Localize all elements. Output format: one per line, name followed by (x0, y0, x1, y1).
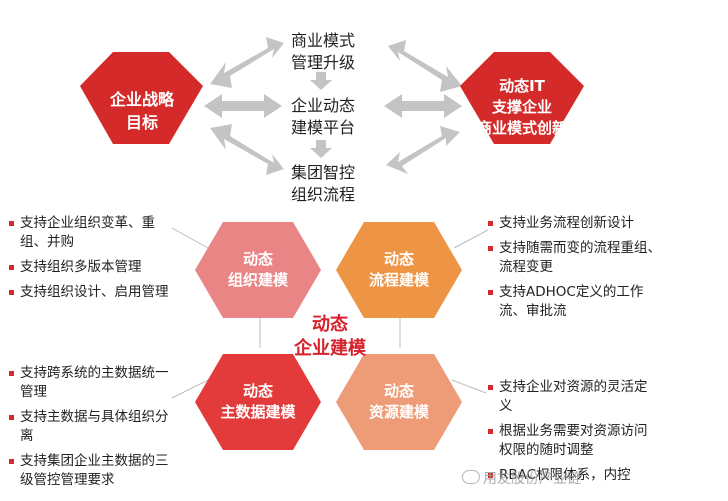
hex-label-line: 动态IT (499, 77, 545, 95)
master-data-hexagon (195, 354, 321, 450)
list-item: 支持集团企业主数据的三级管控管理要求 (8, 452, 174, 490)
watermark: 用友股份产业链 (462, 468, 581, 488)
hex-label-line: 组织建模 (227, 271, 288, 289)
hex-label-line: 动态 (242, 250, 273, 268)
double-arrow-icon (388, 40, 462, 92)
group-control-process: 集团智控 组织流程 (263, 162, 383, 206)
center-item-line: 管理升级 (290, 53, 355, 72)
org-model-hexagon (195, 222, 321, 318)
double-arrow-icon (210, 124, 284, 175)
dynamic-modeling-platform: 企业动态 建模平台 (263, 95, 383, 139)
hex-label-line: 支撑企业 (491, 98, 552, 116)
watermark-text: 用友股份产业链 (483, 471, 581, 487)
hex-label-line: 企业战略 (109, 90, 174, 109)
master-data-feature-list: 支持跨系统的主数据统一管理 支持主数据与具体组织分离 支持集团企业主数据的三级管… (8, 364, 174, 496)
list-item: 支持主数据与具体组织分离 (8, 408, 174, 446)
list-item: 支持组织多版本管理 (8, 258, 172, 277)
hex-label-line: 商业模式创新 (476, 119, 567, 137)
list-item: 支持跨系统的主数据统一管理 (8, 364, 174, 402)
double-arrow-icon (204, 94, 282, 118)
connector-lines (171, 227, 489, 399)
core-label-line: 动态 (312, 314, 348, 335)
org-model-label: 动态 组织建模 (203, 249, 313, 291)
resource-feature-list: 支持企业对资源的灵活定义 根据业务需要对资源访问权限的随时调整 RBAC权限体系… (487, 378, 651, 491)
center-item-line: 商业模式 (290, 31, 355, 50)
business-model-upgrade: 商业模式 管理升级 (263, 30, 383, 74)
double-arrow-icon (386, 126, 460, 174)
list-item: 支持组织设计、启用管理 (8, 283, 172, 302)
list-item: 支持企业组织变革、重组、并购 (8, 214, 172, 252)
process-model-label: 动态 流程建模 (344, 249, 454, 291)
hex-label-line: 资源建模 (368, 403, 429, 421)
hex-label-line: 动态 (383, 250, 414, 268)
hex-label-line: 流程建模 (368, 271, 429, 289)
list-item: 根据业务需要对资源访问权限的随时调整 (487, 422, 651, 460)
double-arrow-icon (210, 37, 284, 88)
hex-label-line: 主数据建模 (220, 403, 296, 421)
list-item: 支持随需而变的流程重组、流程变更 (487, 239, 663, 277)
connector-arrows (204, 37, 462, 175)
resource-model-hexagon (336, 354, 462, 450)
center-item-line: 组织流程 (290, 185, 355, 204)
dynamic-it-hex-label: 动态IT 支撑企业 商业模式创新 (462, 76, 582, 139)
hex-label-line: 目标 (125, 113, 158, 132)
center-item-line: 建模平台 (290, 118, 355, 137)
list-item: RBAC权限体系，内控 (487, 466, 651, 485)
resource-model-label: 动态 资源建模 (344, 381, 454, 423)
master-data-label: 动态 主数据建模 (203, 381, 313, 423)
list-item: 支持企业对资源的灵活定义 (487, 378, 651, 416)
double-arrow-icon (384, 94, 462, 118)
down-arrow-icon (310, 72, 332, 90)
process-model-hexagon (336, 222, 462, 318)
process-feature-list: 支持业务流程创新设计 支持随需而变的流程重组、流程变更 支持ADHOC定义的工作… (487, 214, 663, 327)
hex-label-line: 动态 (383, 382, 414, 400)
down-arrow-icon (310, 140, 332, 158)
core-label-line: 企业建模 (294, 338, 366, 359)
strategy-hex-label: 企业战略 目标 (90, 88, 194, 134)
strategy-hexagon (80, 52, 203, 144)
core-enterprise-modeling: 动态 企业建模 (270, 313, 390, 361)
center-item-line: 企业动态 (290, 96, 355, 115)
org-feature-list: 支持企业组织变革、重组、并购 支持组织多版本管理 支持组织设计、启用管理 (8, 214, 172, 308)
dynamic-it-hexagon (460, 52, 584, 144)
list-item: 支持业务流程创新设计 (487, 214, 663, 233)
wechat-icon (462, 470, 480, 484)
list-item: 支持ADHOC定义的工作流、审批流 (487, 283, 663, 321)
center-item-line: 集团智控 (290, 163, 355, 182)
hex-label-line: 动态 (242, 382, 273, 400)
